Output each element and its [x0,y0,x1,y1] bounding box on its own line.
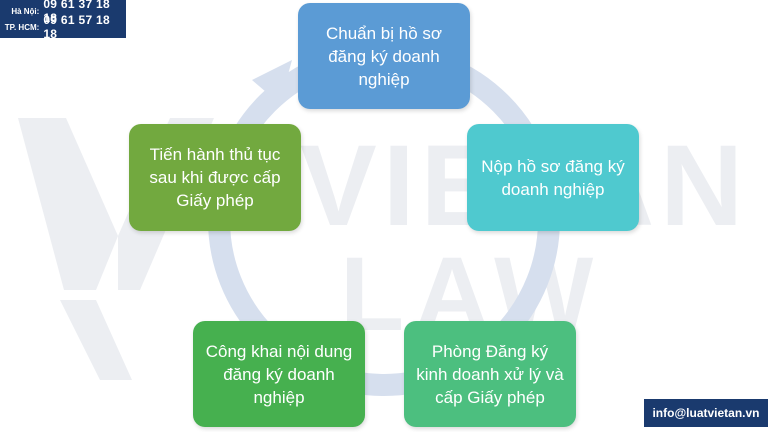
hotline-badge: Hà Nội: 09 61 37 18 18 TP. HCM: 09 61 57… [0,0,126,41]
step-submit-dossier: Nộp hồ sơ đăng ký doanh nghiệp [467,124,639,231]
step-post-license-procedures: Tiến hành thủ tục sau khi được cấp Giấy … [129,124,301,231]
hotline-number[interactable]: 09 61 57 18 18 [43,13,111,41]
hotline-city-label: Hà Nội: [11,6,40,16]
hotline-city-label: TP. HCM: [4,22,40,32]
step-prepare-dossier: Chuẩn bị hồ sơ đăng ký doanh nghiệp [298,3,470,109]
watermark-logo-mark [18,118,118,290]
step-label: Công khai nội dung đăng ký doanh nghiệp [205,341,353,407]
step-label: Tiến hành thủ tục sau khi được cấp Giấy … [149,145,281,210]
watermark-logo: VIETAN LAW [18,118,743,380]
email-address[interactable]: info@luatvietan.vn [652,406,760,420]
step-label: Phòng Đăng ký kinh doanh xử lý và cấp Gi… [416,341,564,407]
watermark-logo-mark-3 [60,300,132,380]
hotline-row-hcm: TP. HCM: 09 61 57 18 18 [4,13,126,41]
hotline-number[interactable]: 09 61 37 18 18 [43,0,111,25]
email-badge[interactable]: info@luatvietan.vn [644,399,768,427]
step-office-processing: Phòng Đăng ký kinh doanh xử lý và cấp Gi… [404,321,576,427]
hotline-row-hanoi: Hà Nội: 09 61 37 18 18 [4,0,126,25]
cycle-arrow-head [252,60,292,104]
step-public-disclosure: Công khai nội dung đăng ký doanh nghiệp [193,321,365,427]
step-label: Chuẩn bị hồ sơ đăng ký doanh nghiệp [325,23,443,89]
step-label: Nộp hồ sơ đăng ký doanh nghiệp [481,156,625,199]
